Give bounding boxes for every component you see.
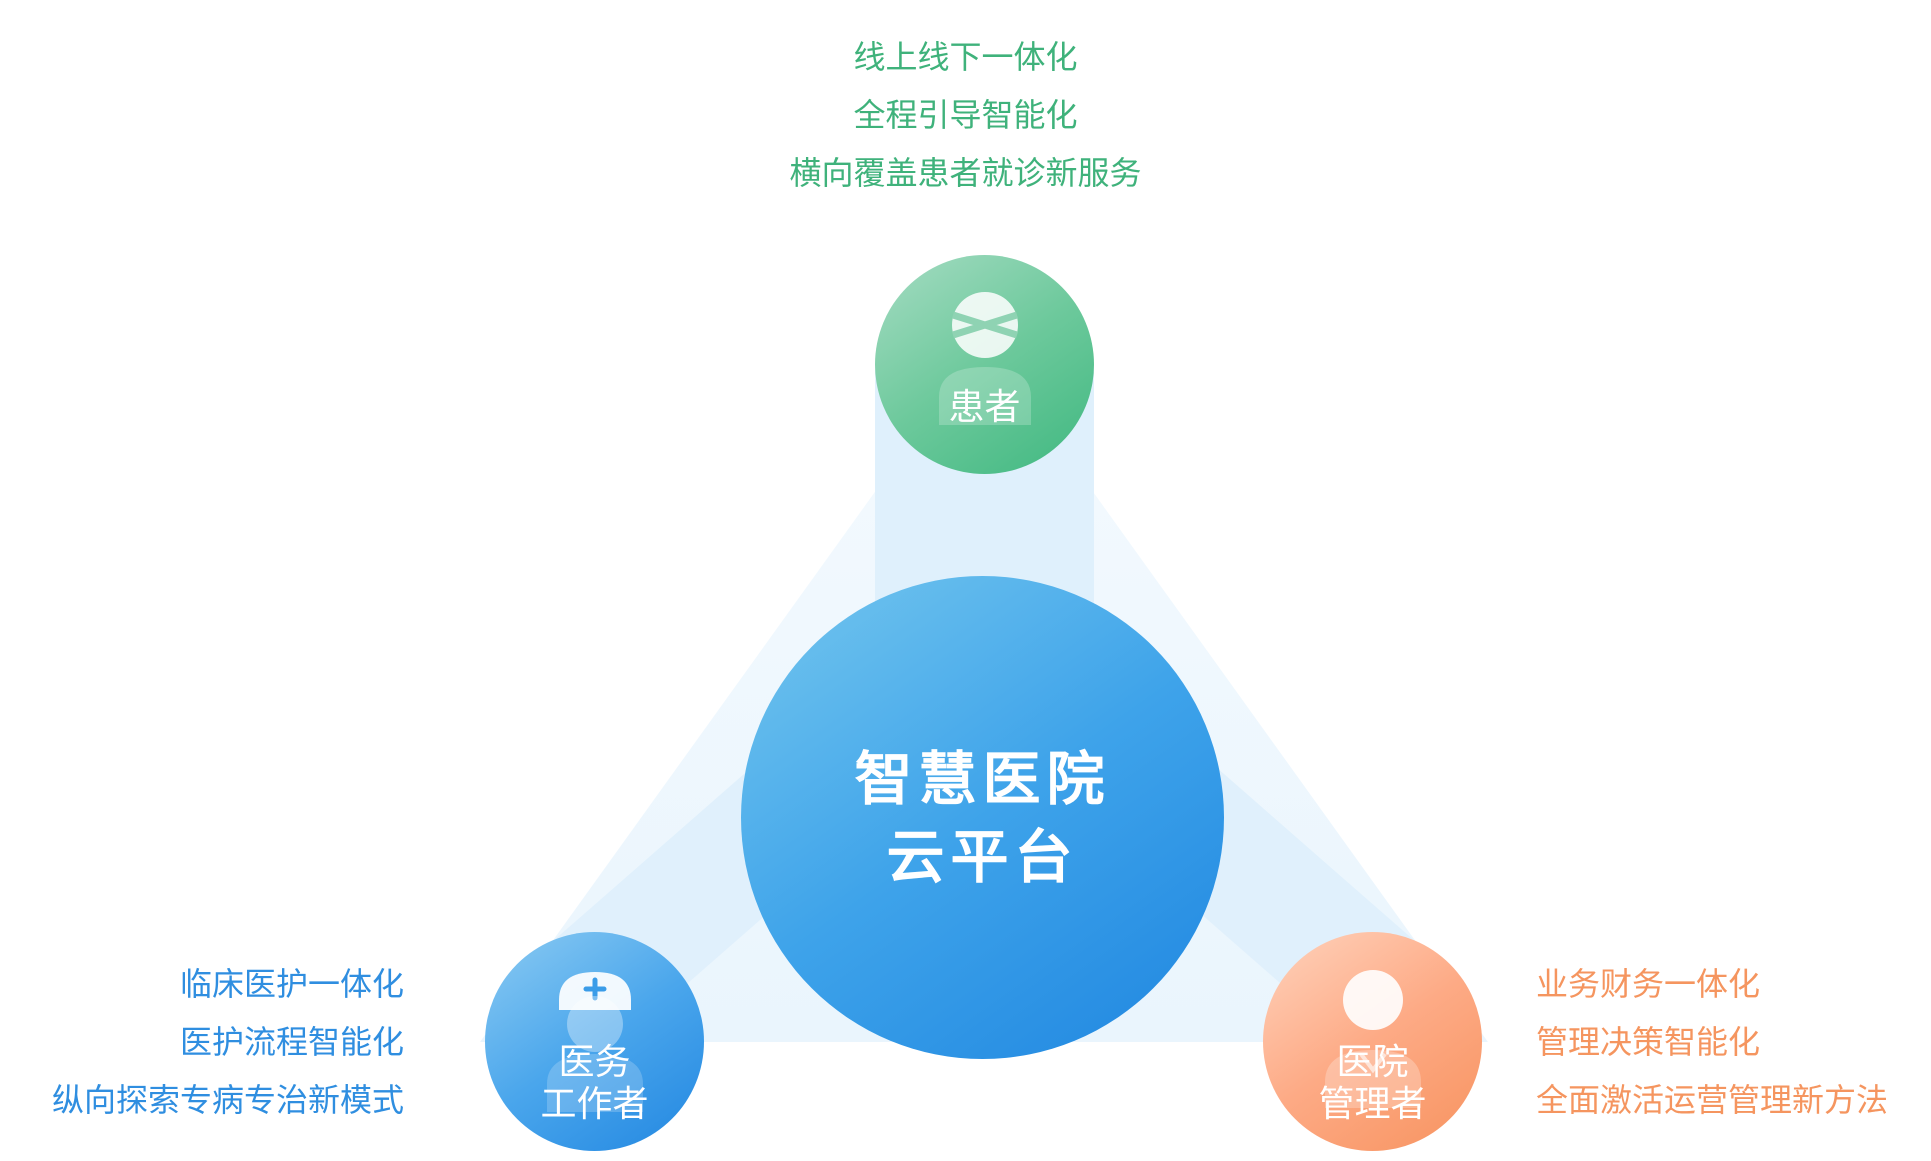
medical-worker-feature-list: 临床医护一体化 医护流程智能化 纵向探索专病专治新模式 [0, 955, 404, 1129]
medical-worker-feature: 纵向探索专病专治新模式 [51, 1081, 404, 1119]
nurse-icon [547, 972, 643, 1112]
patient-feature: 线上线下一体化 [853, 38, 1078, 76]
hospital-manager-feature: 全面激活运营管理新方法 [1536, 1081, 1889, 1119]
patient-feature-list: 线上线下一体化 全程引导智能化 横向覆盖患者就诊新服务 [0, 28, 1931, 202]
hospital-manager-feature-list: 业务财务一体化 管理决策智能化 全面激活运营管理新方法 [1536, 955, 1931, 1129]
center-platform-circle: 智慧医院 云平台 [741, 576, 1224, 1059]
medical-worker-label-line2: 工作者 [540, 1084, 649, 1125]
medical-worker-feature: 临床医护一体化 [179, 965, 404, 1003]
patient-feature: 横向覆盖患者就诊新服务 [789, 154, 1142, 192]
hospital-manager-label-line2: 管理者 [1318, 1084, 1427, 1125]
center-title-line2: 云平台 [886, 822, 1079, 891]
hospital-manager-feature: 管理决策智能化 [1536, 1023, 1761, 1061]
patient-label: 患者 [948, 387, 1021, 428]
patient-icon [939, 292, 1031, 425]
hospital-manager-feature: 业务财务一体化 [1536, 965, 1761, 1003]
hospital-manager-label-line1: 医院 [1336, 1042, 1409, 1083]
medical-worker-node: 医务 工作者 [485, 932, 704, 1151]
manager-icon [1325, 970, 1421, 1108]
medical-worker-feature: 医护流程智能化 [179, 1023, 404, 1061]
patient-node: 患者 [875, 255, 1094, 474]
patient-feature: 全程引导智能化 [853, 96, 1078, 134]
hospital-manager-node: 医院 管理者 [1263, 932, 1482, 1151]
center-title-line1: 智慧医院 [854, 744, 1111, 813]
medical-worker-label-line1: 医务 [558, 1042, 631, 1083]
